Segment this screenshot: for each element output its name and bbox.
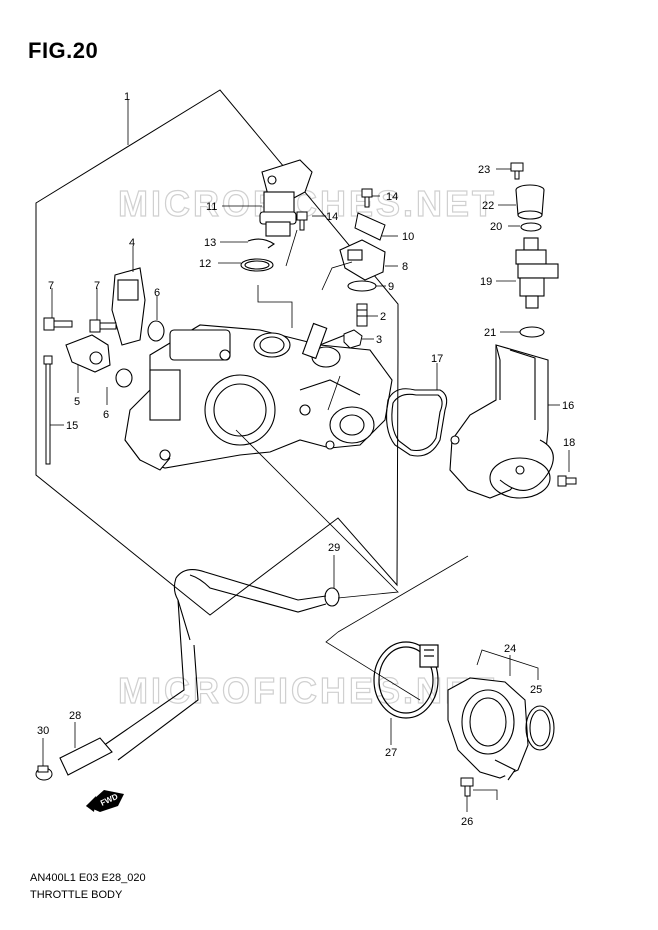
callout-25: 25	[530, 684, 542, 696]
svg-text:MICROFICHES.NET: MICROFICHES.NET	[118, 183, 497, 224]
throttle-body-assembly-outline	[35, 89, 399, 616]
callout-13: 13	[204, 237, 216, 249]
callout-16: 16	[562, 400, 574, 412]
callout-15: 15	[66, 420, 78, 432]
bolt-23	[510, 162, 524, 180]
callout-27: 27	[385, 747, 397, 759]
clamp-29	[324, 587, 340, 607]
callout-29: 29	[328, 542, 340, 554]
diagram-name: THROTTLE BODY	[30, 889, 123, 901]
callout-6-upper: 6	[154, 287, 160, 299]
o-ring-6-lower	[115, 368, 133, 388]
sensor-8	[339, 239, 386, 281]
callout-14-upper: 14	[386, 191, 398, 203]
callout-9: 9	[388, 281, 394, 293]
injector-19	[515, 237, 559, 309]
callout-7-left: 7	[48, 280, 54, 292]
o-ring-21	[519, 326, 545, 338]
gasket-25	[525, 705, 555, 751]
callout-numbers: 1 2 3 4 5 6 6 7 7 8 9 10 11 12 13 14 14 …	[37, 91, 575, 828]
bolt-26	[460, 777, 474, 797]
callout-4: 4	[129, 237, 135, 249]
callout-20: 20	[490, 221, 502, 233]
callout-1: 1	[124, 91, 130, 103]
fwd-arrow-icon: FWD	[86, 790, 124, 812]
callout-11: 11	[206, 201, 217, 213]
sensor-4	[111, 267, 146, 346]
figure-title: FIG.20	[28, 38, 99, 63]
clamp-27	[373, 641, 439, 719]
callout-24: 24	[504, 643, 516, 655]
callout-2: 2	[380, 311, 386, 323]
diagram-code: AN400L1 E03 E28_020	[30, 872, 146, 884]
callout-6-lower: 6	[103, 409, 109, 421]
callout-14-lower: 14	[326, 211, 338, 223]
callout-22: 22	[482, 200, 494, 212]
svg-text:MICROFICHES.NET: MICROFICHES.NET	[118, 670, 497, 711]
callout-8: 8	[402, 261, 408, 273]
nut-3	[343, 329, 363, 349]
callout-12: 12	[199, 258, 211, 270]
callout-10: 10	[402, 231, 414, 243]
bracket-10	[354, 212, 386, 241]
cap-22	[515, 184, 545, 220]
screw-7-left	[43, 317, 73, 331]
cable-tie-15	[43, 355, 53, 465]
intake-pipe-16	[449, 344, 554, 499]
watermark-bottom: MICROFICHES.NET	[117, 669, 497, 711]
bolt-14-lower	[296, 211, 308, 231]
callout-3: 3	[376, 334, 382, 346]
leader-lines	[42, 100, 570, 812]
clip-13	[247, 238, 275, 249]
clamp-30	[35, 765, 53, 781]
callout-19: 19	[480, 276, 492, 288]
callout-21: 21	[484, 327, 496, 339]
o-ring-20	[520, 222, 542, 232]
screw-2	[356, 303, 368, 327]
sensor-5	[65, 334, 111, 373]
hose-28	[59, 569, 327, 776]
callout-5: 5	[74, 396, 80, 408]
callout-30: 30	[37, 725, 49, 737]
sensor-11	[259, 159, 313, 237]
o-ring-9	[347, 280, 377, 292]
throttle-body-casting	[124, 322, 393, 471]
watermark-top: MICROFICHES.NET	[117, 182, 497, 224]
callout-17: 17	[431, 353, 443, 365]
callout-7-right: 7	[94, 280, 100, 292]
duct-24	[447, 677, 529, 781]
bolt-14-upper	[361, 188, 373, 208]
callout-23: 23	[478, 164, 490, 176]
gasket-17	[386, 388, 448, 457]
o-ring-6-upper	[147, 320, 165, 342]
o-ring-12	[240, 258, 274, 272]
bolt-18	[557, 475, 577, 487]
callout-26: 26	[461, 816, 473, 828]
screw-7-right	[89, 319, 117, 333]
callout-28: 28	[69, 710, 81, 722]
callout-18: 18	[563, 437, 575, 449]
